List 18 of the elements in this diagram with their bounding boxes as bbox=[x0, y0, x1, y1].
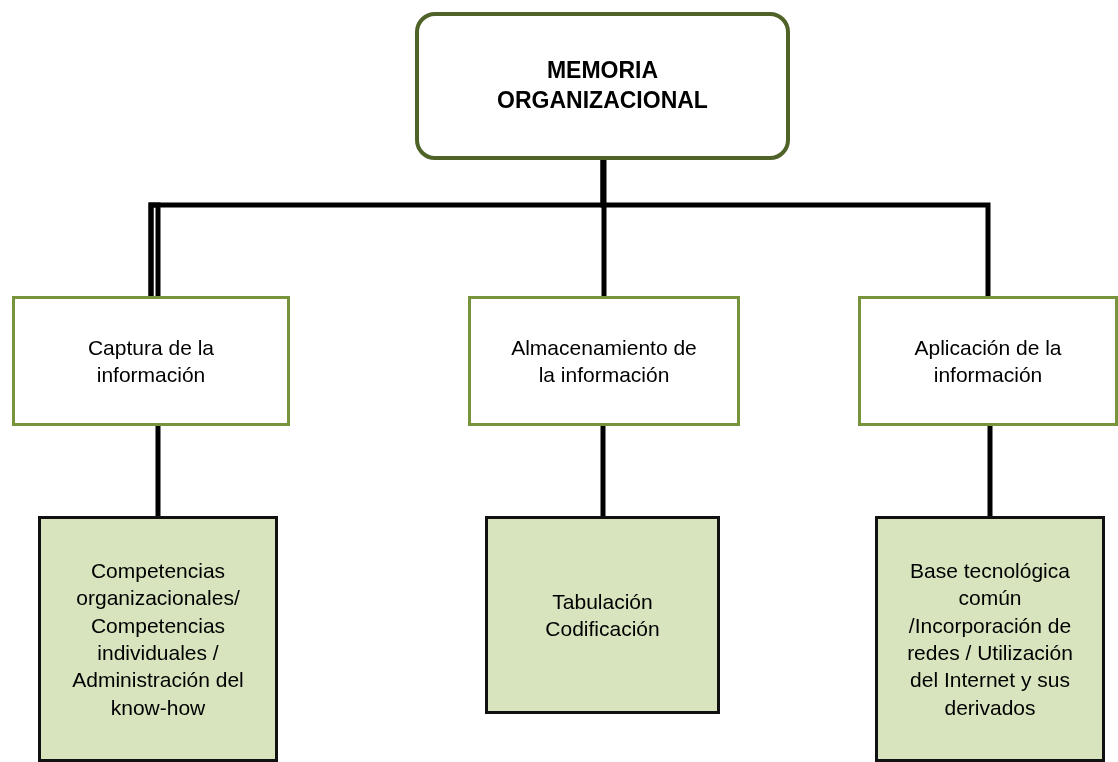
detail-box bbox=[38, 516, 278, 762]
connector-line bbox=[601, 160, 607, 296]
connector-line bbox=[987, 426, 993, 516]
node-label: Almacenamiento de la información bbox=[510, 334, 698, 388]
node-label: Base tecnológica común /Incorporación de redes / Utilización del Internet y sus derivados bbox=[906, 558, 1074, 721]
node-label: Tabulación Codificación bbox=[544, 588, 661, 642]
node-label: MEMORIA ORGANIZACIONAL bbox=[496, 56, 709, 115]
node-label: Aplicación de la información bbox=[913, 334, 1063, 388]
node-label: Captura de la información bbox=[86, 334, 216, 388]
category-box bbox=[858, 296, 1118, 426]
connector-line bbox=[600, 426, 606, 516]
title-box bbox=[415, 12, 790, 160]
category-box bbox=[468, 296, 740, 426]
detail-box bbox=[485, 516, 720, 714]
connector-line bbox=[600, 160, 991, 296]
category-box bbox=[12, 296, 290, 426]
node-label: Competencias organizacionales/ Competencias individuales / Administración del know-how bbox=[71, 558, 245, 721]
detail-box bbox=[875, 516, 1105, 762]
